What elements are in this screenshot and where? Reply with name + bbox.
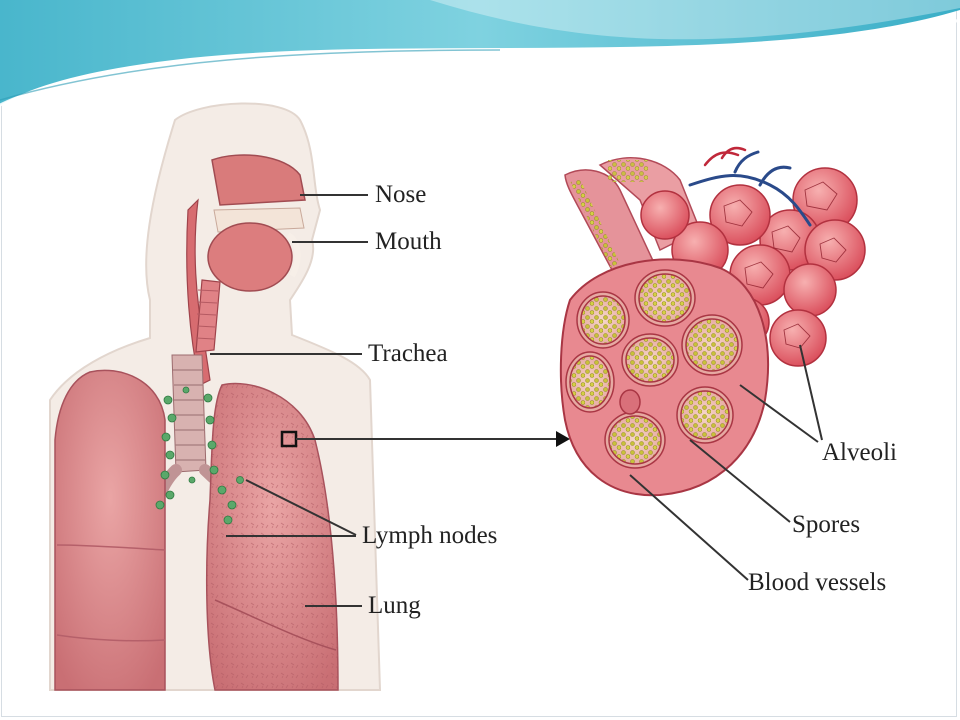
- magnify-arrowhead: [556, 431, 570, 447]
- alveoli-illustration: [559, 146, 866, 497]
- label-nose: Nose: [375, 181, 427, 208]
- left-leader-lines: [210, 194, 556, 607]
- label-mouth: Mouth: [375, 228, 442, 255]
- label-lung: Lung: [368, 592, 421, 619]
- label-blood-vessels: Blood vessels: [748, 569, 887, 596]
- label-alveoli: Alveoli: [822, 439, 897, 466]
- label-lymph-nodes: Lymph nodes: [362, 522, 498, 549]
- alveolar-sacs: [565, 269, 743, 469]
- right-leader-lines: [629, 344, 823, 581]
- label-spores: Spores: [792, 511, 861, 538]
- lymph-node-cluster: [155, 386, 244, 525]
- body-illustration: [49, 102, 382, 691]
- label-trachea: Trachea: [368, 340, 448, 367]
- header-banner: [0, 0, 960, 107]
